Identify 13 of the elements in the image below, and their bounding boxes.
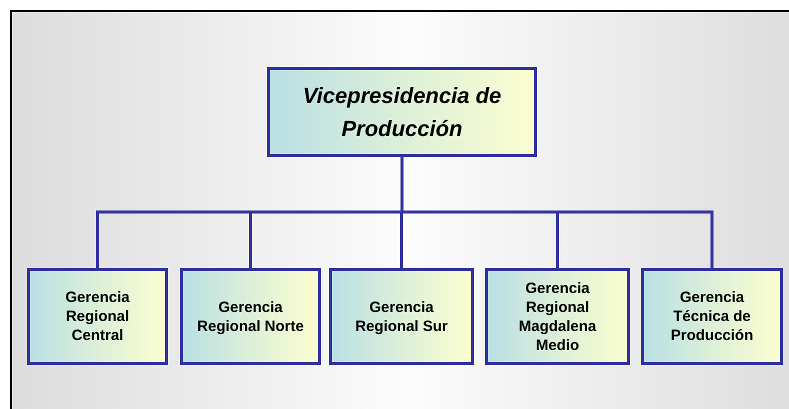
box-label: Gerencia Regional Sur (354, 298, 449, 336)
department-box (180, 268, 321, 365)
department-box (27, 268, 168, 365)
connector-line (400, 157, 714, 268)
department-box (641, 268, 783, 365)
box-label: Gerencia Regional Magdalena Medio (518, 278, 598, 354)
executive-box (267, 67, 537, 157)
box-label: Vicepresidencia de Producción (302, 82, 502, 143)
box-label: Gerencia Regional Central (64, 288, 131, 345)
department-box (329, 268, 474, 365)
box-label: Gerencia Regional Norte (196, 298, 305, 336)
department-box (485, 268, 630, 365)
box-label: Gerencia Técnica de Producción (670, 288, 754, 345)
